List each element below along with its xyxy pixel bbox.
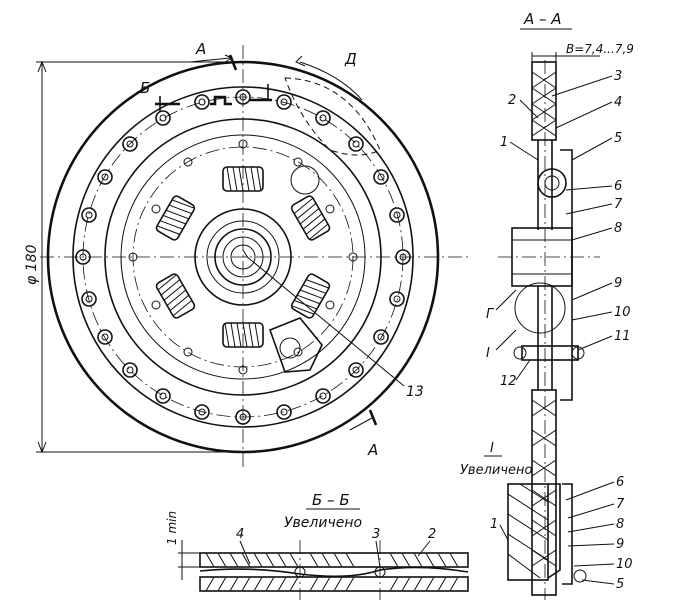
callout-9: 9 bbox=[614, 276, 622, 291]
rivets bbox=[75, 89, 411, 425]
detail-callout-6: 6 bbox=[616, 475, 624, 490]
callout-10: 10 bbox=[614, 305, 631, 320]
callout-8: 8 bbox=[614, 221, 622, 236]
driven-plate bbox=[104, 118, 382, 396]
callout-1: 1 bbox=[500, 135, 508, 150]
callout-i: I bbox=[486, 346, 490, 361]
label-direction: Д bbox=[344, 50, 357, 68]
aa-callouts: 1 2 3 4 5 6 7 8 9 10 11 12 Г I bbox=[486, 69, 631, 389]
label-detail-i-title: I bbox=[490, 441, 494, 456]
bb-callout-2: 2 bbox=[428, 527, 436, 542]
label-a-top: A bbox=[195, 40, 206, 58]
callout-4: 4 bbox=[614, 95, 622, 110]
bb-callout-4: 4 bbox=[236, 527, 244, 542]
bb-dim: 1 min bbox=[165, 511, 179, 545]
detail-callout-9: 9 bbox=[616, 537, 624, 552]
callout-3: 3 bbox=[614, 69, 622, 84]
label-b: Б bbox=[140, 79, 150, 97]
hub bbox=[194, 208, 292, 306]
detail-callout-10: 10 bbox=[616, 557, 633, 572]
label-diameter: φ 180 bbox=[24, 245, 40, 286]
damper-springs bbox=[155, 166, 331, 348]
section-bb bbox=[178, 540, 469, 600]
callout-5: 5 bbox=[614, 131, 622, 146]
detail-i bbox=[499, 481, 615, 585]
callout-g: Г bbox=[486, 307, 495, 322]
front-view bbox=[36, 45, 470, 470]
callout-12: 12 bbox=[500, 374, 517, 389]
outer-rim bbox=[46, 60, 440, 454]
detail-callout-5: 5 bbox=[616, 577, 624, 592]
label-thickness: B=7,4...7,9 bbox=[566, 42, 634, 56]
callout-11: 11 bbox=[614, 329, 631, 344]
detail-callout-7: 7 bbox=[616, 497, 625, 512]
label-aa-title: A – A bbox=[523, 10, 562, 28]
bb-callout-3: 3 bbox=[372, 527, 380, 542]
callout-2: 2 bbox=[508, 93, 516, 108]
inner-rivets bbox=[128, 139, 358, 375]
section-aa bbox=[495, 52, 613, 600]
section-line-b bbox=[155, 95, 272, 106]
label-bb-title: Б – Б bbox=[312, 491, 350, 509]
detail-i-callouts: 6 7 8 9 10 5 1 bbox=[490, 475, 633, 592]
label-detail-i-sub: Увеличено bbox=[460, 463, 533, 478]
callout-6: 6 bbox=[614, 179, 622, 194]
detail-callout-8: 8 bbox=[616, 517, 624, 532]
label-bb-sub: Увеличено bbox=[284, 515, 362, 531]
callout-7: 7 bbox=[614, 197, 623, 212]
detail-callout-1: 1 bbox=[490, 517, 498, 532]
label-a-bottom: A bbox=[367, 441, 378, 459]
label-13: 13 bbox=[406, 384, 424, 400]
